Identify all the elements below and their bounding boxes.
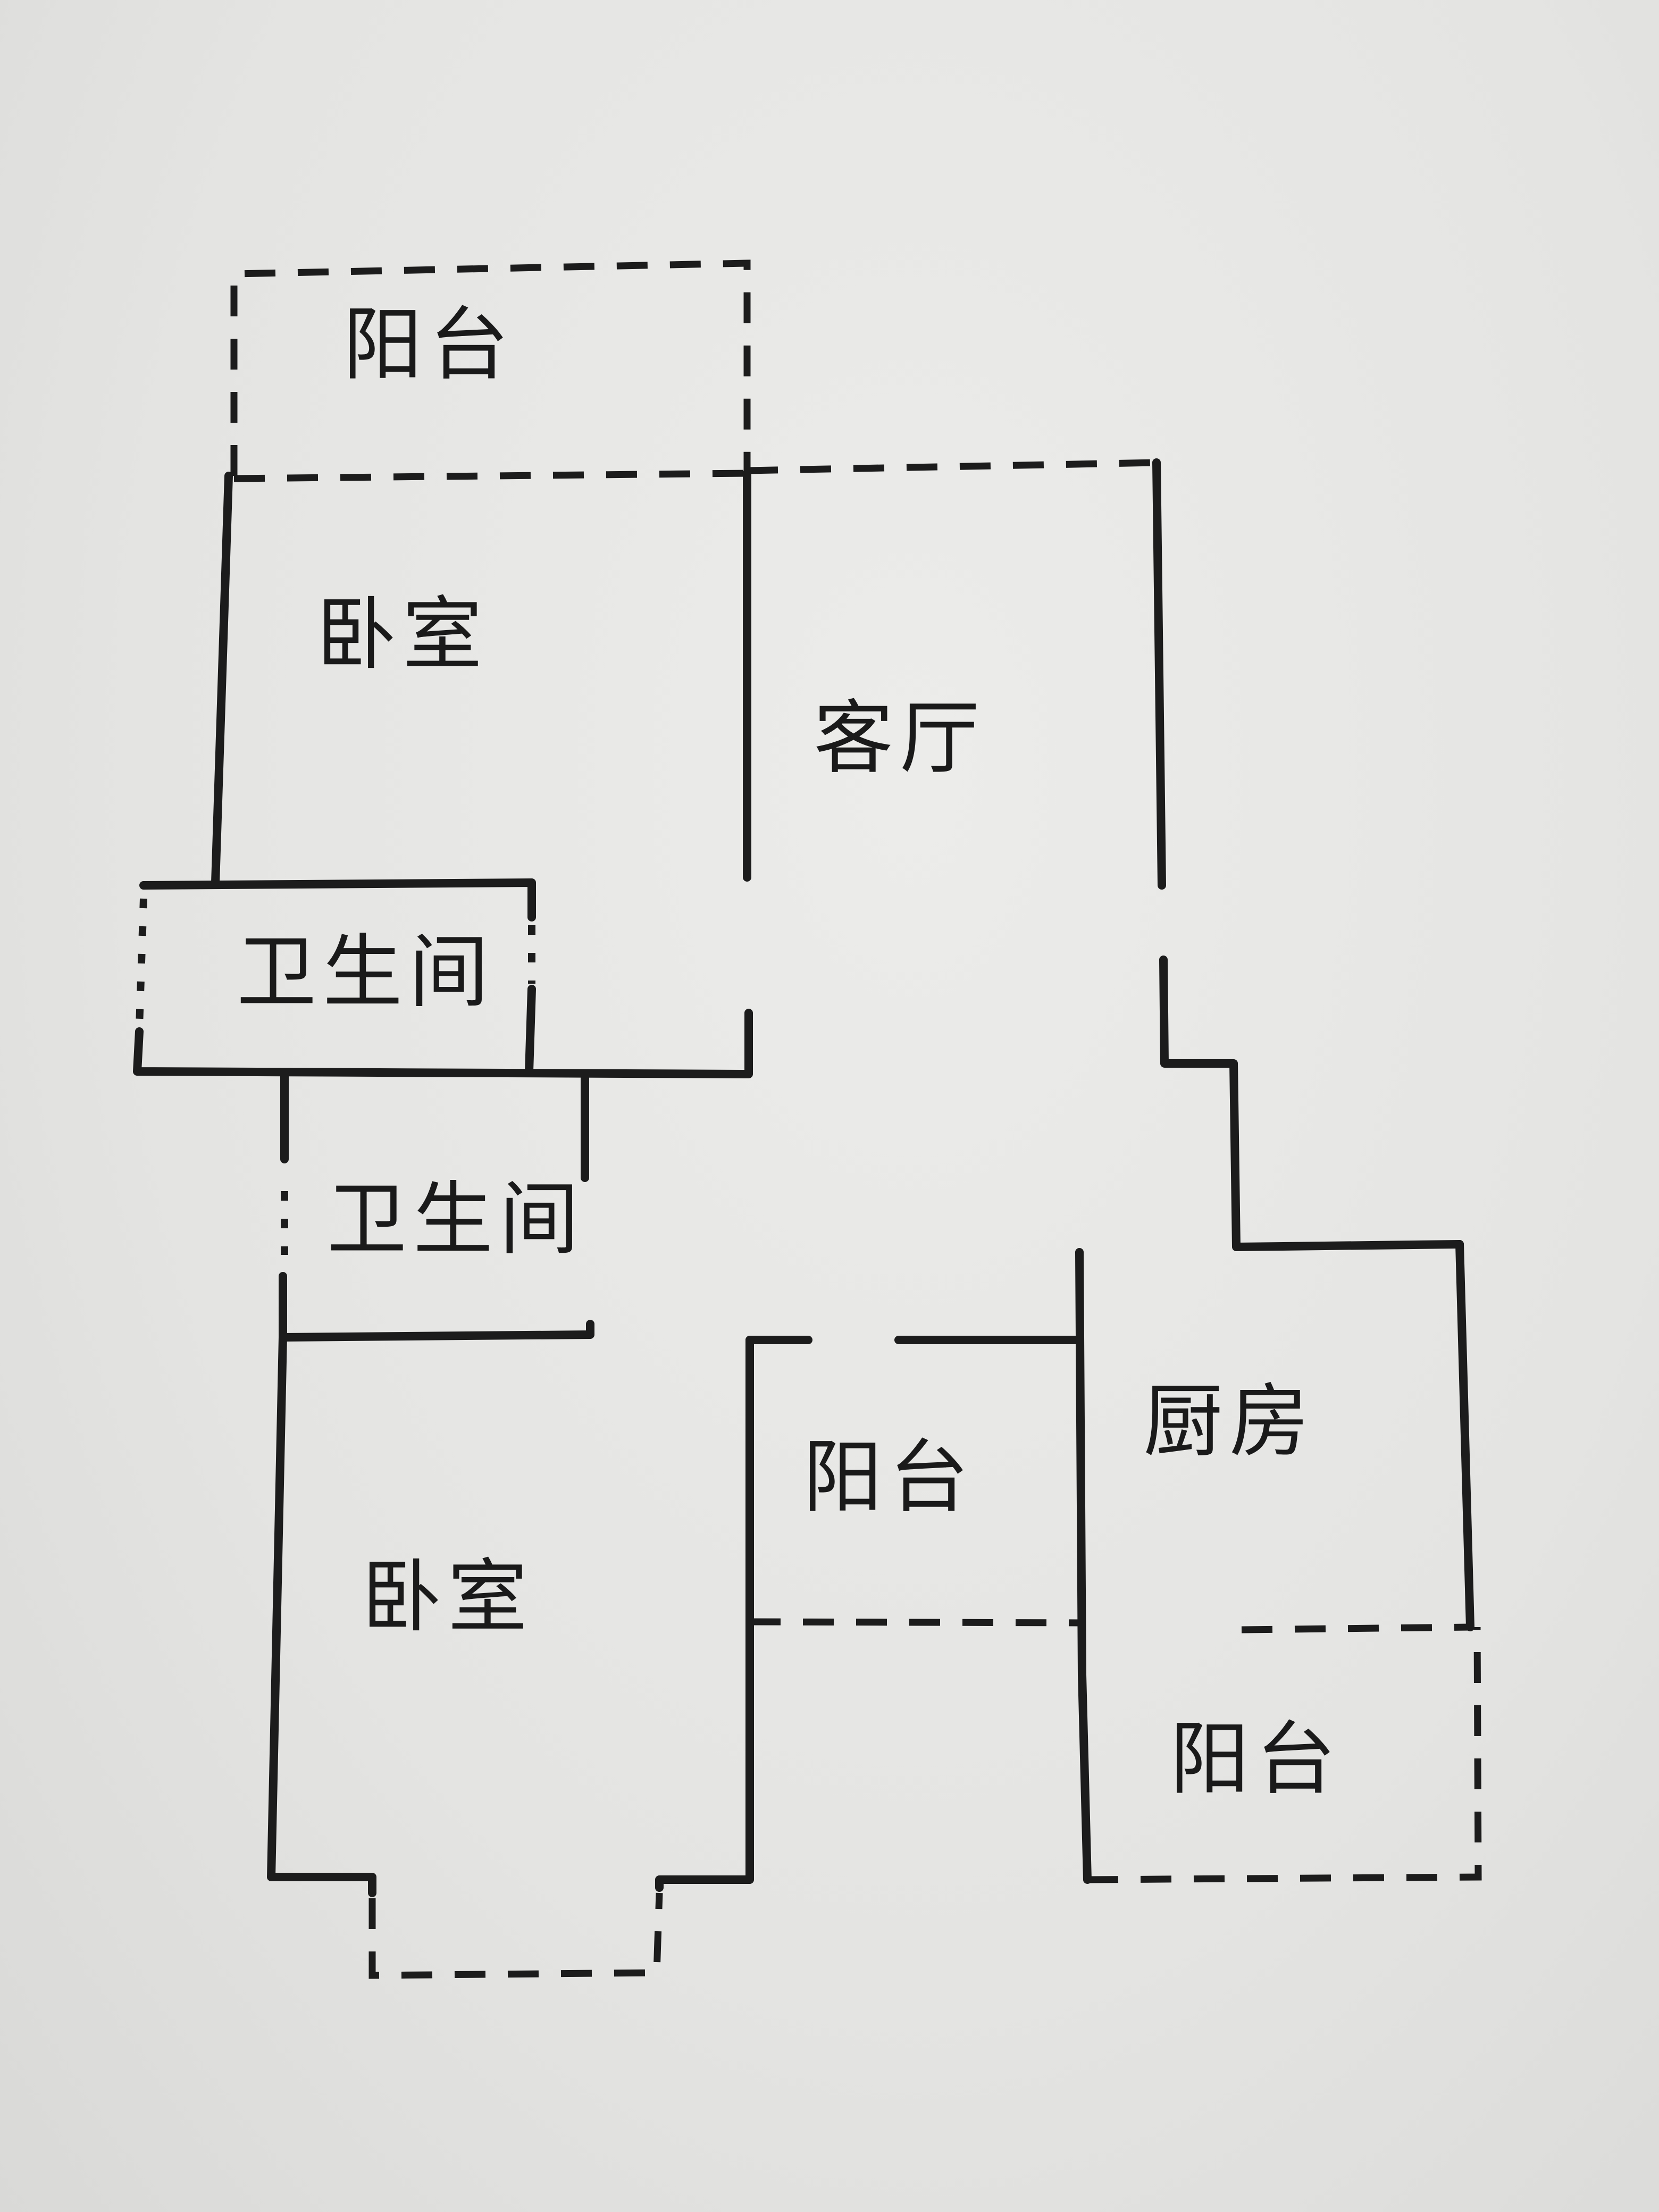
balcony-middle-walls [745,1336,1081,1627]
label-bedroom-top: 卧室 [316,589,489,681]
label-balcony-top: 阳台 [343,299,515,391]
label-bathroom-lower: 卫生间 [327,1174,585,1266]
label-bedroom-bottom: 卧室 [362,1551,534,1644]
bathroom-upper-walls [133,878,753,1078]
bedroom-top-walls [211,469,751,887]
label-bathroom-upper: 卫生间 [237,926,495,1019]
balcony-bottom-walls [1078,1627,1482,1884]
bedroom-bottom-walls [267,1333,754,1979]
balcony-top-outline [230,259,751,482]
label-kitchen: 厨房 [1143,1376,1316,1468]
kitchen-walls [1075,1240,1474,1679]
living-room-top-edge [747,459,1157,474]
label-balcony-bottom: 阳台 [1170,1713,1342,1806]
living-room-right-wall [1152,458,1464,1251]
bathroom-lower-walls [279,1070,594,1342]
label-living-room: 客厅 [814,692,986,785]
label-balcony-middle: 阳台 [803,1431,975,1524]
